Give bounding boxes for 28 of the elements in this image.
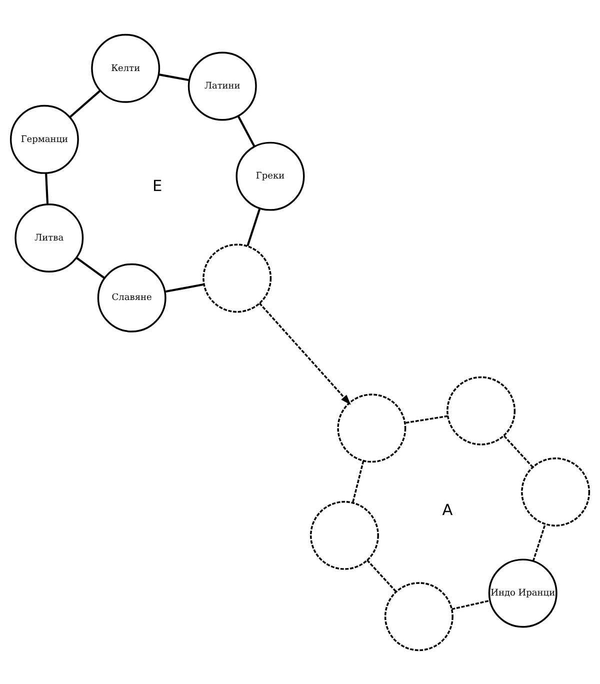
connector	[352, 460, 364, 502]
connector	[452, 599, 490, 610]
label: E	[152, 176, 162, 194]
connector	[164, 282, 204, 292]
node-circle	[202, 243, 272, 312]
node-circle	[384, 582, 454, 651]
connector	[503, 434, 534, 468]
node-circle: Славяне	[97, 262, 166, 332]
connector	[237, 114, 256, 147]
node-circle: Германци	[10, 104, 79, 174]
connector	[404, 414, 448, 424]
connector	[532, 523, 546, 561]
node-circle: Латини	[188, 51, 257, 120]
connector	[246, 208, 261, 246]
connector	[69, 89, 101, 118]
node-circle	[310, 500, 379, 570]
connector	[76, 256, 106, 278]
connector	[366, 559, 397, 592]
node-circle	[446, 376, 516, 445]
node-circle: Индо Иранци	[488, 558, 558, 628]
connector	[45, 172, 49, 204]
node-circle: Литва	[14, 202, 84, 272]
connector	[158, 73, 190, 81]
node-circle: Келти	[91, 33, 160, 102]
label: A	[442, 500, 453, 518]
node-circle	[521, 457, 590, 526]
arrow	[258, 302, 351, 404]
node-circle: Греки	[236, 141, 305, 210]
